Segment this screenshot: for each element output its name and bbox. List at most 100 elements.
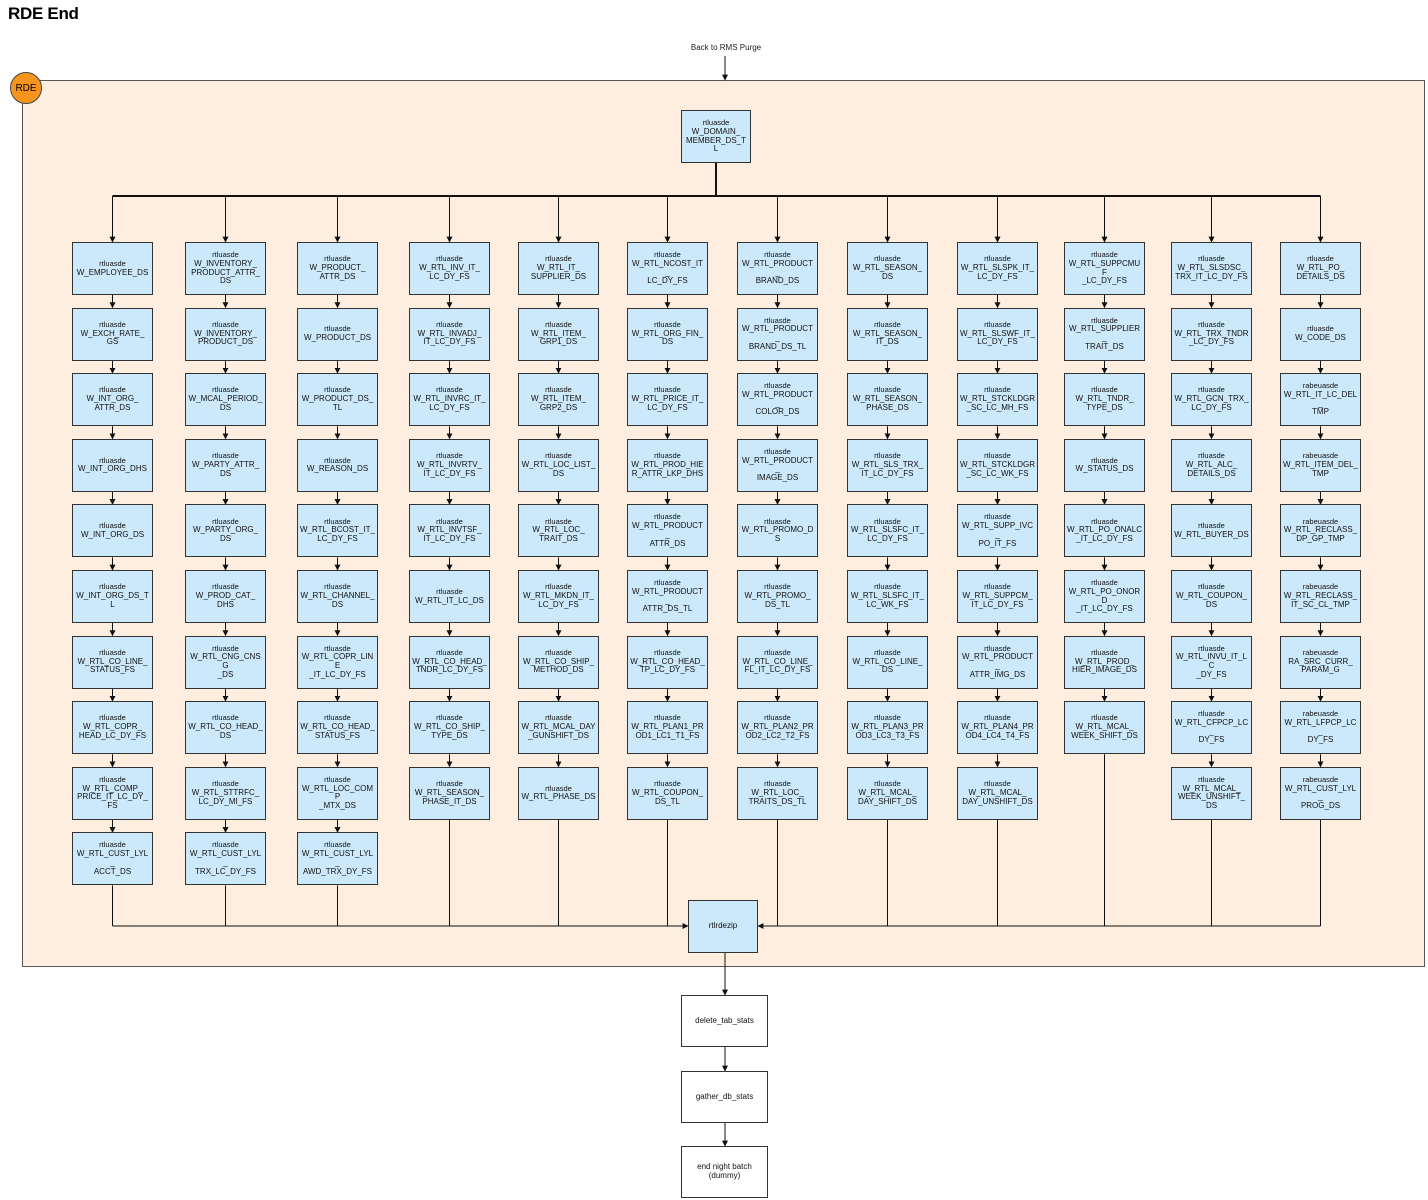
rde-group-badge[interactable]: RDE [10,72,42,104]
tail-node[interactable]: end night batch (dummy) [681,1146,768,1198]
tail-node[interactable]: delete_tab_stats [681,995,768,1047]
job-node-rdezip[interactable]: rtlrdezip [688,900,758,953]
tail-node[interactable]: gather_db_stats [681,1071,768,1123]
